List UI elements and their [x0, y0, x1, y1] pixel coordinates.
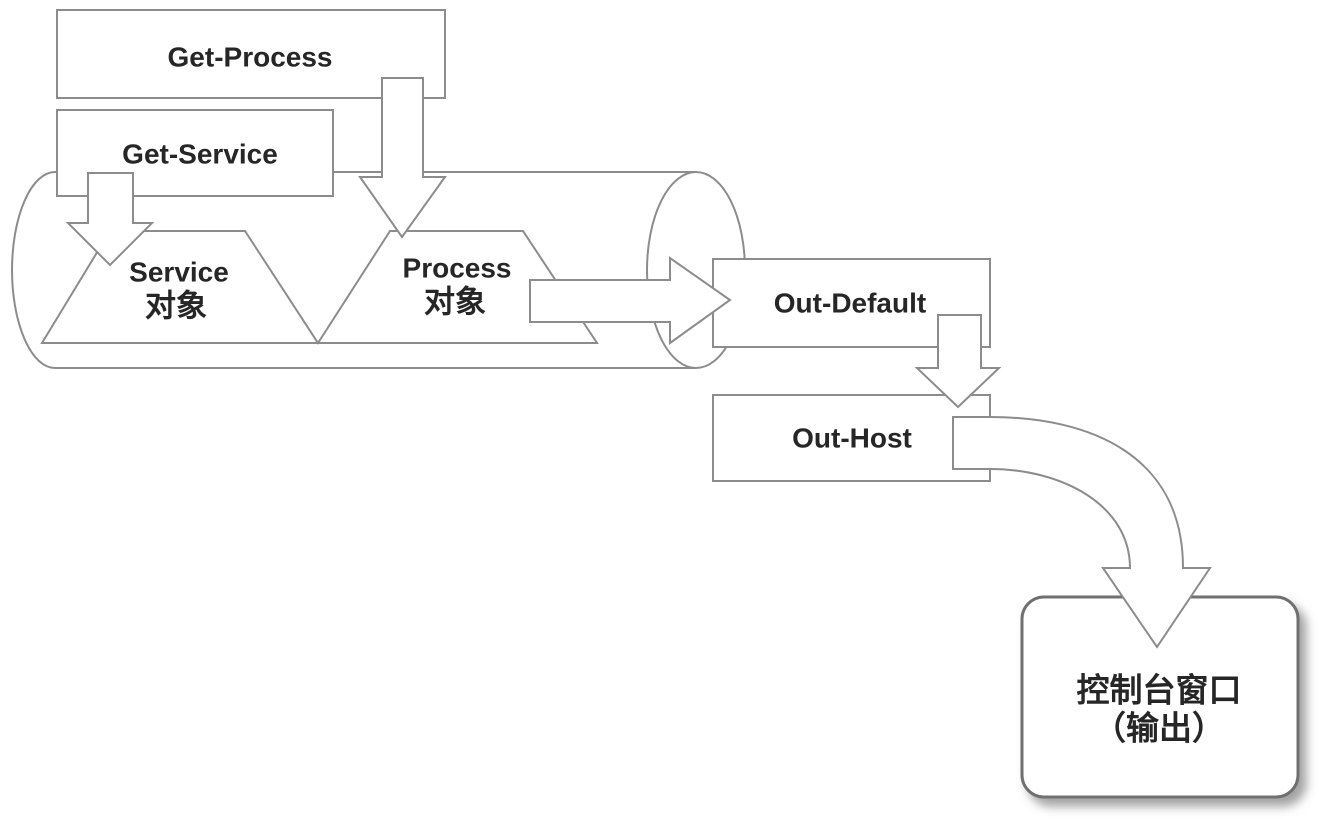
process-object-label-line1: Process: [403, 253, 512, 284]
get-service-label: Get-Service: [122, 139, 278, 170]
service-object-label-line1: Service: [129, 257, 229, 288]
arrow-out-default-to-out-host: [914, 314, 1002, 409]
console-window-label-line1: 控制台窗口: [1077, 672, 1242, 709]
diagram-labels: Get-Process Get-Service Service 对象 Proce…: [122, 42, 1241, 747]
process-object-label-line2: 对象: [424, 285, 486, 320]
out-host-box: [712, 394, 991, 482]
arrow-out-host-to-console: [952, 416, 1212, 649]
diagram-shapes: [11, 9, 1300, 799]
arrow-get-process-to-pipeline: [358, 77, 447, 239]
out-host-label: Out-Host: [792, 423, 912, 454]
arrow-pipeline-to-out-default: [529, 256, 732, 345]
arrow-get-service-to-pipeline: [65, 172, 155, 267]
pipeline-left-cap: [11, 171, 56, 369]
get-process-box: [56, 9, 446, 99]
console-window-label-line2: （输出）: [1093, 710, 1225, 747]
service-object-label-line2: 对象: [145, 289, 207, 324]
get-process-label: Get-Process: [168, 42, 333, 73]
out-default-label: Out-Default: [774, 288, 926, 319]
